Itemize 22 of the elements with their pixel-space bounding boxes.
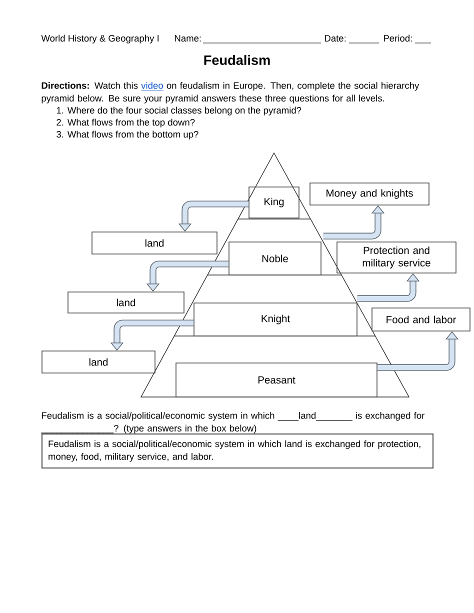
directions-text: Directions: Watch this video on feudalism in Europe. Then, complete the social hierarchy pyramid below. Be sure your pyramid answers these three questions for all levels. [42, 82, 420, 104]
text-box: Food and labor [372, 308, 470, 332]
answer-box: Feudalism is a social/political/economic system in which land is exchanged for protection, money, food, military service, and labor. [42, 434, 434, 468]
text-box: Protection and military service [336, 242, 456, 274]
title: Feudalism [204, 55, 270, 65]
text-box: land [92, 232, 218, 254]
prompt-text: Feudalism is a social/political/economic system in which ____land_______ is exchanged for ______________? (type answers in the box below) [41, 412, 425, 434]
video-link: video [140, 82, 164, 90]
text-box: land [42, 350, 156, 374]
level-box: Knight [194, 302, 358, 336]
text-box: land [68, 292, 184, 314]
level-box: King [248, 186, 300, 218]
question-text: 3. What flows from the bottom up? [56, 130, 198, 140]
level-box: Noble [228, 242, 322, 276]
course-name: World History & Geography I [41, 34, 158, 44]
field-label: Name: [174, 35, 201, 42]
field-label: Date: [324, 35, 346, 42]
text-box: Money and knights [310, 182, 430, 206]
level-box: Peasant [176, 362, 378, 398]
question-text: 1. Where do the four social classes belong on the pyramid? [56, 106, 302, 116]
question-text: 2. What flows from the top down? [56, 118, 195, 128]
field-label: Period: [384, 34, 412, 42]
